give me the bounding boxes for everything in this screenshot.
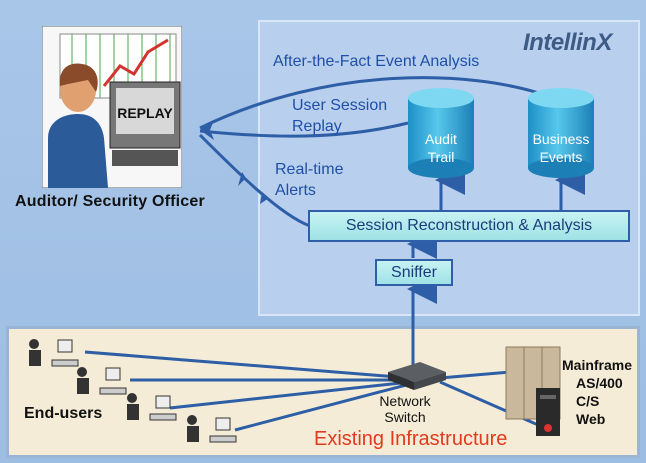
platform-item: C/S — [576, 393, 600, 409]
end-user-4-icon — [187, 415, 237, 443]
session-replay-label: User Session Replay — [292, 95, 392, 137]
arrowhead-3 — [260, 192, 269, 204]
audit-trail-line-2: Trail — [427, 149, 455, 165]
audit-trail-label: Audit Trail — [396, 130, 486, 166]
audit-trail-cylinder — [408, 88, 474, 178]
existing-infrastructure-label: Existing Infrastructure — [314, 428, 508, 450]
end-user-1-icon — [29, 339, 79, 367]
session-reconstruction-box: Session Reconstruction & Analysis — [308, 210, 630, 242]
platform-list: Mainframe AS/400 C/S Web — [562, 356, 632, 428]
alerts-line — [198, 133, 311, 228]
auditor-label: Auditor/ Security Officer — [15, 193, 205, 210]
business-events-label: Business Events — [516, 130, 606, 166]
after-fact-label: After-the-Fact Event Analysis — [273, 53, 480, 70]
platform-item: Mainframe — [562, 357, 633, 373]
session-replay-line-1: User Session — [292, 97, 388, 114]
net-line-5 — [439, 370, 511, 380]
arrowhead-2 — [238, 172, 246, 186]
replay-screen-text: REPLAY — [117, 105, 173, 121]
network-switch-label: Network Switch — [370, 393, 440, 425]
net-line-1 — [84, 350, 411, 380]
network-switch-icon — [388, 362, 446, 390]
arrowhead-1 — [200, 120, 214, 140]
net-line-3 — [169, 380, 411, 410]
session-replay-line-2: Replay — [292, 118, 342, 135]
audit-trail-line-1: Audit — [425, 131, 457, 147]
realtime-alerts-label: Real-time Alerts — [275, 159, 365, 201]
brand-logo: IntellinX — [523, 29, 612, 56]
network-switch-line-2: Switch — [384, 409, 426, 425]
network-switch-line-1: Network — [379, 393, 431, 409]
alerts-line-2: Alerts — [275, 182, 316, 199]
replay-line — [199, 121, 409, 138]
alerts-line-1: Real-time — [275, 161, 344, 178]
end-user-3-icon — [127, 393, 177, 421]
business-events-line-2: Events — [539, 149, 583, 165]
net-line-4 — [234, 382, 411, 432]
after-fact-arc — [199, 76, 546, 130]
mainframe-icon — [505, 346, 561, 436]
sniffer-box: Sniffer — [375, 259, 453, 286]
auditor-illustration: REPLAY — [42, 26, 182, 188]
net-line-6 — [439, 380, 546, 430]
business-events-cylinder — [528, 88, 594, 178]
platform-item: AS/400 — [576, 375, 623, 391]
platform-item: Web — [576, 411, 606, 427]
business-events-line-1: Business — [532, 131, 590, 147]
end-user-2-icon — [77, 367, 127, 395]
end-users-label: End-users — [24, 405, 103, 422]
